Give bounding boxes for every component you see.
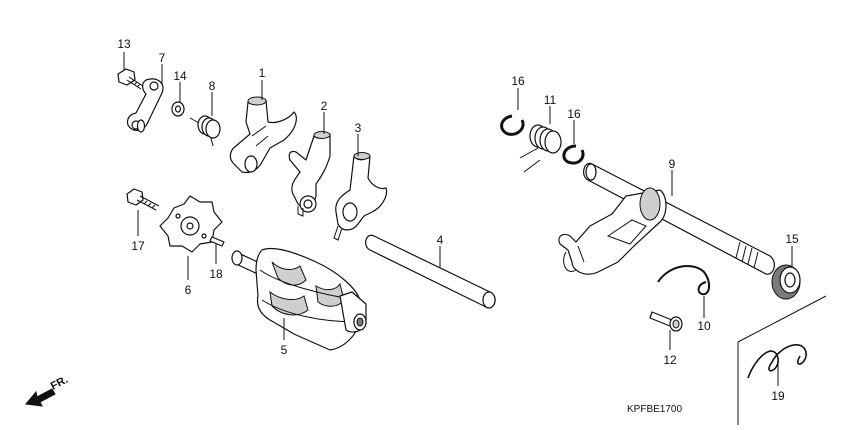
- callout-12[interactable]: 12: [663, 353, 677, 367]
- part-1-shift-fork[interactable]: [229, 96, 297, 174]
- leader-lines: [123, 52, 793, 386]
- callout-7[interactable]: 7: [159, 51, 166, 65]
- front-label: FR.: [49, 374, 70, 393]
- callout-4[interactable]: 4: [437, 233, 444, 247]
- callout-19[interactable]: 19: [771, 389, 785, 403]
- callout-15[interactable]: 15: [785, 232, 799, 246]
- part-16-circlip-right[interactable]: [562, 144, 585, 165]
- part-15-oil-seal[interactable]: [771, 264, 801, 300]
- callout-8[interactable]: 8: [209, 79, 216, 93]
- part-10-return-spring[interactable]: [657, 265, 710, 296]
- part-11-spring[interactable]: [519, 124, 562, 173]
- callout-14[interactable]: 14: [173, 69, 187, 83]
- part-4-fork-shaft[interactable]: [365, 234, 496, 309]
- part-9-gearshift-spindle[interactable]: [558, 162, 775, 275]
- callout-18[interactable]: 18: [209, 267, 223, 281]
- diagram-code: KPFBE1700: [627, 404, 682, 415]
- part-7-stopper-arm[interactable]: [126, 78, 164, 133]
- callout-16-right[interactable]: 16: [567, 107, 581, 121]
- callout-1[interactable]: 1: [259, 66, 266, 80]
- part-19-spring[interactable]: [747, 344, 807, 379]
- part-12-pin-bolt[interactable]: [649, 311, 683, 332]
- callout-3[interactable]: 3: [355, 121, 362, 135]
- part-5-shift-drum[interactable]: [231, 247, 367, 351]
- part-2-shift-fork[interactable]: [288, 131, 331, 217]
- part-16-circlip-left[interactable]: [500, 114, 525, 136]
- part-6-drum-plate[interactable]: [159, 195, 223, 253]
- part-8-spring[interactable]: [189, 115, 221, 147]
- part-19-inset: [737, 295, 827, 425]
- callout-16-left[interactable]: 16: [511, 74, 525, 88]
- part-13-bolt[interactable]: [117, 68, 144, 90]
- front-arrow-icon: [25, 388, 56, 407]
- callout-labels: 13 7 14 8 1 2 3 4 5 6 17 18 16 11 16 9 1…: [117, 37, 799, 403]
- callout-10[interactable]: 10: [697, 319, 711, 333]
- part-18-dowel-pin[interactable]: [209, 236, 225, 247]
- front-direction-indicator: FR.: [25, 374, 70, 407]
- callout-2[interactable]: 2: [321, 99, 328, 113]
- callout-5[interactable]: 5: [281, 343, 288, 357]
- callout-13[interactable]: 13: [117, 37, 131, 51]
- callout-9[interactable]: 9: [669, 157, 676, 171]
- callout-6[interactable]: 6: [185, 283, 192, 297]
- part-3-shift-fork[interactable]: [333, 152, 388, 241]
- part-14-washer[interactable]: [171, 101, 185, 117]
- callout-11[interactable]: 11: [544, 93, 557, 107]
- part-17-bolt[interactable]: [126, 188, 160, 211]
- callout-17[interactable]: 17: [131, 239, 145, 253]
